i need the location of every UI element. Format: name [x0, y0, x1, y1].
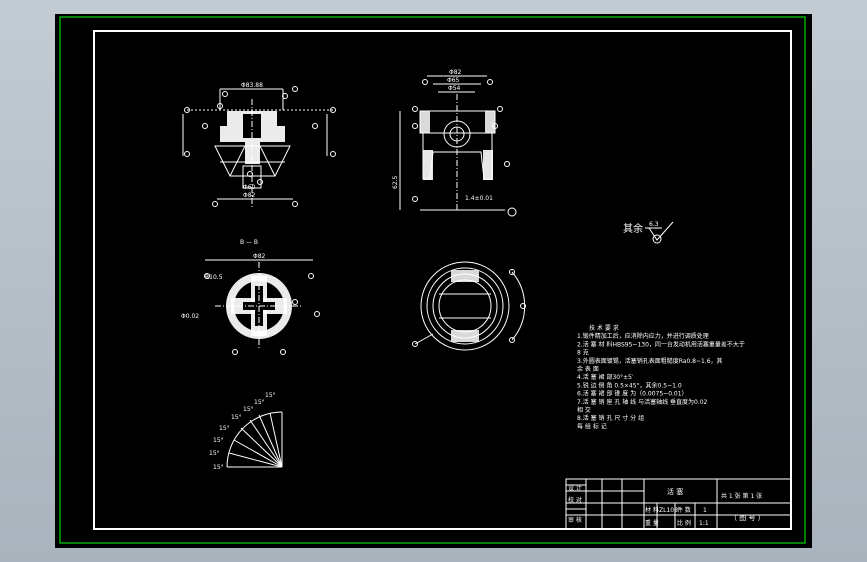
rough-value: 6.3 — [649, 221, 659, 228]
outer-frame — [59, 16, 806, 544]
tb-material-label: 材 料 — [645, 506, 659, 514]
note-line: 2.活 塞 材 料HBS95~130，同一台发动机用活塞重量差不大于 — [577, 340, 745, 348]
note-line: 5.锐 边 倒 角 0.5×45°，其余0.5~1.0 — [577, 381, 682, 389]
dim-front-top: Φ83.88 — [241, 82, 263, 89]
tb-scale: 1:1 — [699, 520, 709, 527]
tb-weight-label: 重 量 — [645, 519, 659, 527]
bottom-view: B — B R10.5 Φ82 Φ0.02 — [181, 239, 320, 355]
dim-side-height: 62.5 — [392, 175, 399, 189]
tb-design-label: 设 计 — [568, 484, 582, 492]
note-line: 6.活 塞 裙 部 锥 度 为（0.0075~0.01） — [577, 390, 688, 398]
roughness-symbol: 其余 6.3 — [623, 221, 674, 244]
arc-angle-4: 15° — [219, 425, 230, 432]
tb-part-name: 活 塞 — [667, 487, 683, 496]
arc-angle-8: 15° — [265, 392, 276, 399]
note-line: 3.外圆表面镀锡，活塞销孔表面粗糙度Ra0.8~1.6，其 — [577, 357, 723, 365]
dim-front-bottom: Φ82 — [243, 192, 256, 199]
dim-front-inner: Φ60 — [243, 184, 256, 191]
dim-bottom-dia: Φ82 — [253, 253, 266, 260]
note-line: 7.活 塞 销 座 孔 轴 线 与活塞轴线 垂直度为0.02 — [577, 398, 708, 406]
note-line: 相 交 — [577, 406, 591, 414]
note-line: 技 术 要 求 — [589, 324, 619, 332]
tb-approve-label: 审 核 — [568, 516, 582, 524]
arc-angle-1: 15° — [213, 464, 224, 471]
arc-detail: 15° 15° 15° 15° 15° 15° 15° 15° — [209, 392, 283, 471]
tb-qty: 1 — [703, 507, 707, 514]
arc-angle-5: 15° — [231, 414, 242, 421]
tb-drawing-no: （ 图 号 ） — [730, 514, 765, 522]
arc-angle-2: 15° — [209, 450, 220, 457]
tb-material: ZL108 — [659, 507, 678, 514]
dim-bottom-flatness: Φ0.02 — [181, 313, 199, 320]
tb-qty-label: 件 数 — [677, 506, 691, 514]
inner-frame — [93, 30, 792, 530]
dim-side-inner: Φ54 — [448, 85, 461, 92]
drawing-canvas[interactable]: Φ83.88 Φ82 Φ60 Φ82 Φ65 Φ54 — [55, 14, 812, 548]
dim-bottom-radius: R10.5 — [205, 274, 223, 281]
arc-angle-6: 15° — [243, 406, 254, 413]
front-section-view: Φ83.88 Φ82 Φ60 — [182, 82, 336, 209]
tb-check-label: 校 对 — [568, 496, 582, 504]
side-section-view: Φ82 Φ65 Φ54 62.5 1.4±0.01 — [392, 69, 517, 217]
note-line: 8 克 — [577, 349, 589, 357]
top-ring-view — [412, 261, 526, 351]
dim-side-tol: 1.4±0.01 — [465, 195, 493, 202]
note-line: 8.活 塞 销 孔 尺 寸 分 组 — [577, 414, 644, 422]
arc-angle-7: 15° — [254, 399, 265, 406]
dim-side-top: Φ82 — [449, 69, 462, 76]
note-line: 余 表 面 — [577, 365, 599, 373]
tb-sheet-info: 共 1 张 第 1 张 — [721, 492, 762, 500]
tb-scale-label: 比 例 — [677, 519, 691, 527]
note-line: 1.锻件精加工后，应消除内应力，并进行调质处理 — [577, 332, 709, 340]
title-block: 设 计 校 对 审 核 活 塞 材 料 ZL108 件 数 1 重 量 比 例 … — [565, 478, 792, 530]
drawing-svg: Φ83.88 Φ82 Φ60 Φ82 Φ65 Φ54 — [59, 16, 806, 544]
note-line: 4.活 塞 裙 部30°±5′ — [577, 373, 634, 381]
note-line: 每 组 标 记 — [577, 422, 607, 430]
arc-angle-3: 15° — [213, 437, 224, 444]
dim-side-mid: Φ65 — [447, 77, 460, 84]
rough-label: 其余 — [623, 222, 643, 235]
section-label: B — B — [240, 239, 258, 246]
